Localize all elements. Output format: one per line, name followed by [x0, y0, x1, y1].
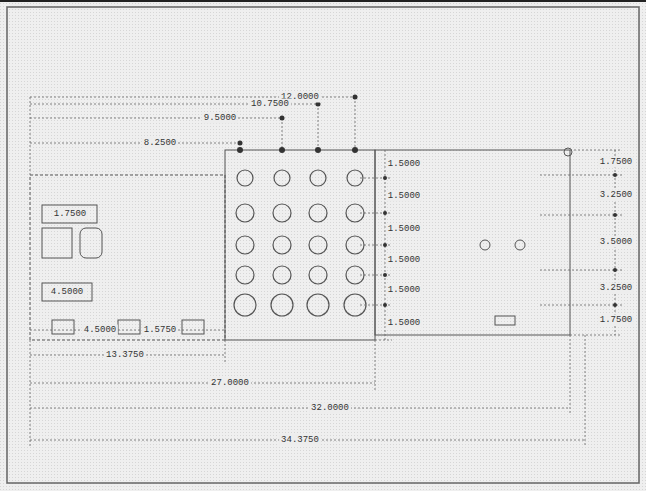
dimension-value: 13.3750: [104, 350, 146, 361]
dimension-value: 27.0000: [209, 378, 251, 389]
dimension-value: 1.7500: [598, 315, 634, 326]
dimension-value: 4.5000: [82, 325, 118, 336]
dimension-value: 3.2500: [598, 283, 634, 294]
dimension-value: 1.5000: [386, 318, 422, 329]
dimension-value: 8.2500: [142, 138, 178, 149]
dimension-value: 1.7500: [52, 209, 88, 220]
dimension-value: 1.5750: [142, 325, 178, 336]
dimension-value: 10.7500: [249, 99, 291, 110]
dimension-value: 4.5000: [49, 287, 85, 298]
dimension-value: 1.7500: [598, 157, 634, 168]
dimension-value: 3.2500: [598, 190, 634, 201]
dimension-value: 1.5000: [386, 285, 422, 296]
top-edge: [0, 0, 646, 2]
dimension-value: 9.5000: [202, 113, 238, 124]
dimension-lines: [30, 97, 622, 447]
dimension-value: 32.0000: [309, 403, 351, 414]
dimension-value: 34.3750: [279, 435, 321, 446]
dimension-value: 1.5000: [386, 255, 422, 266]
part-outlines: [30, 148, 572, 340]
dimension-value: 3.5000: [598, 237, 634, 248]
dimension-value: 1.5000: [386, 191, 422, 202]
dimension-ticks: [237, 95, 617, 308]
hole-pattern: [234, 170, 366, 316]
dimension-value: 1.5000: [386, 159, 422, 170]
dimension-value: 1.5000: [386, 224, 422, 235]
sheet-border: [7, 7, 639, 483]
